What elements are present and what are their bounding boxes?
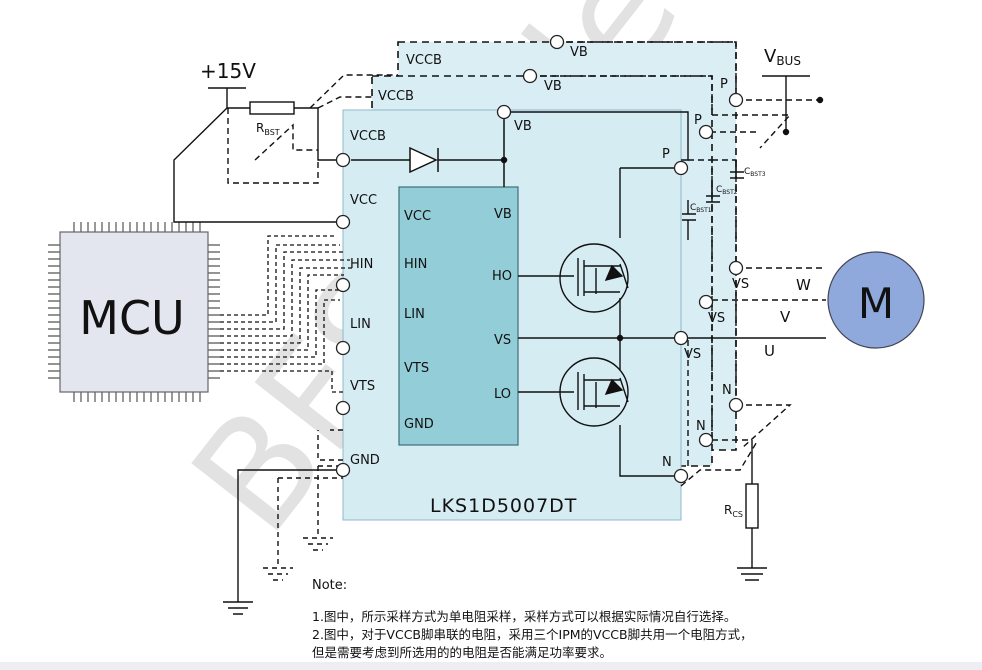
layer-vccb-back: VCCB [406,53,442,68]
vcc-feed [173,107,343,223]
ipm-pin-vts: VTS [350,379,375,394]
cbst3-label: CBST3 [744,167,766,178]
bootstrap-diode [351,114,508,187]
driver-pin-lo: LO [494,387,511,402]
ipm-pin-n: N [662,455,672,470]
layer-n-mid: N [696,419,706,434]
driver-pin-lin: LIN [404,307,425,322]
diagram-labels: +15V RBST VBUS VCCB VCCB VB VB P P VS VS… [200,45,811,519]
ipm-pin-vb: VB [514,119,532,134]
driver-pin-vts: VTS [404,361,429,376]
mcu-signal-wires [220,235,352,393]
phase-u-label: U [764,342,775,360]
ipm-pin-vcc: VCC [350,193,377,208]
layer-p-back: P [720,77,728,92]
ipm-pin-vccb: VCCB [350,129,386,144]
bootstrap-capacitors [682,160,744,240]
driver-pin-vs: VS [494,333,511,348]
note-line-3: 但是需要考虑到所选用的的电阻是否能满足功率要求。 [312,645,613,660]
power-wiring [504,111,826,477]
cbst2-label: CBST2 [716,185,738,196]
ipm-pin-p: P [662,147,670,162]
note-title: Note: [312,578,348,593]
layer-vs-mid: VS [708,311,725,326]
supply-15v-label: +15V [200,59,256,83]
supply-wiring [173,87,343,223]
motor-label: M [858,279,894,328]
gate-driver-ic [398,186,519,446]
rcs-label: RCS [724,503,743,519]
note-line-1: 1.图中，所示采样方式为单电阻采样，采样方式可以根据实际情况自行选择。 [312,609,737,624]
chip-part-number: LKS1D5007DT [430,495,577,517]
driver-pin-vb: VB [494,207,512,222]
mcu-chip: MCU [48,222,220,402]
layer-p-mid: P [694,113,702,128]
cbst1-label: CBST1 [690,203,712,214]
layer-n-back: N [722,383,732,398]
driver-pin-ho: HO [492,269,512,284]
ground-symbols [223,429,343,615]
pin-connectors [335,34,744,484]
vbus-label: VBUS [764,46,801,68]
layer-vb-back: VB [570,45,588,60]
ipm-pin-hin: HIN [350,257,373,272]
driver-pin-gnd: GND [404,417,434,432]
layer-vb-mid: VB [544,79,562,94]
mcu-label: MCU [79,291,184,345]
ipm-pin-gnd: GND [350,453,380,468]
low-side-igbt [518,357,629,427]
layer-vccb-mid: VCCB [378,89,414,104]
note-line-2: 2.图中，对于VCCB脚串联的电阻，采用三个IPM的VCCB脚共用一个电阻方式， [312,627,753,642]
driver-pin-vcc: VCC [404,209,431,224]
rbst-resistor [249,101,295,115]
vccb-dashed-links [227,74,398,184]
mcu-body [59,231,209,393]
layer-vs-back: VS [732,277,749,292]
mcu-pins [48,222,220,402]
ipm-pin-vs: VS [684,347,701,362]
motor: M [827,251,925,349]
phase-w-label: W [796,276,811,294]
ipm-pin-lin: LIN [350,317,371,332]
vbus-rail [762,75,824,136]
bottom-scroll-strip [0,662,982,670]
shunt-resistor [737,440,767,581]
phase-v-label: V [780,308,791,326]
high-side-igbt [518,243,629,313]
rbst-label: RBST [256,121,280,137]
driver-pin-hin: HIN [404,257,427,272]
